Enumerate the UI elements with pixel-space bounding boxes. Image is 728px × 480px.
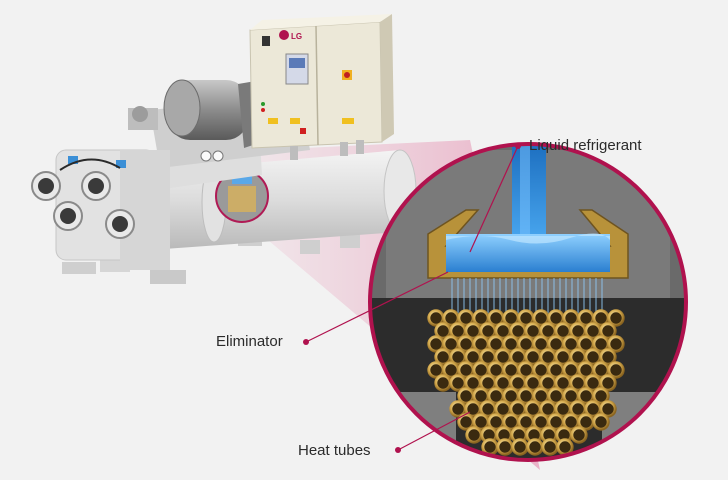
- heat-tube: [511, 438, 529, 456]
- eliminator-tray: [427, 209, 629, 279]
- heat-tube: [526, 438, 544, 456]
- heat-tubes-label: Heat tubes: [298, 442, 371, 459]
- heat-tube: [556, 438, 574, 456]
- heat-tube: [607, 361, 625, 379]
- heat-tube: [541, 438, 559, 456]
- heat-tube: [592, 413, 610, 431]
- heat-tube: [465, 426, 483, 444]
- heat-tube: [570, 426, 588, 444]
- eliminator-label: Eliminator: [216, 333, 283, 350]
- heat-tube: [599, 400, 617, 418]
- heat-tube: [592, 387, 610, 405]
- liquid-refrigerant-leader: [469, 145, 519, 253]
- heat-tube-bundle: [427, 309, 625, 456]
- brand-logo: LG: [291, 32, 302, 41]
- callouts: [303, 143, 521, 453]
- heat-tube: [434, 374, 452, 392]
- zoom-circle: [368, 142, 688, 462]
- heat-tubes-leader: [397, 411, 471, 451]
- chiller-machine: LG: [31, 14, 417, 284]
- eliminator-dot: [303, 339, 309, 345]
- heat-tubes-dot: [395, 447, 401, 453]
- heat-tube: [496, 438, 514, 456]
- heat-tube: [599, 348, 617, 366]
- liquid-refrigerant-label: Liquid refrigerant: [529, 137, 642, 154]
- heat-tube: [599, 322, 617, 340]
- heat-tube: [599, 374, 617, 392]
- heat-tube: [607, 335, 625, 353]
- eliminator-leader: [305, 271, 449, 343]
- heat-tube: [607, 309, 625, 327]
- liquid-refrigerant-dot: [515, 143, 521, 149]
